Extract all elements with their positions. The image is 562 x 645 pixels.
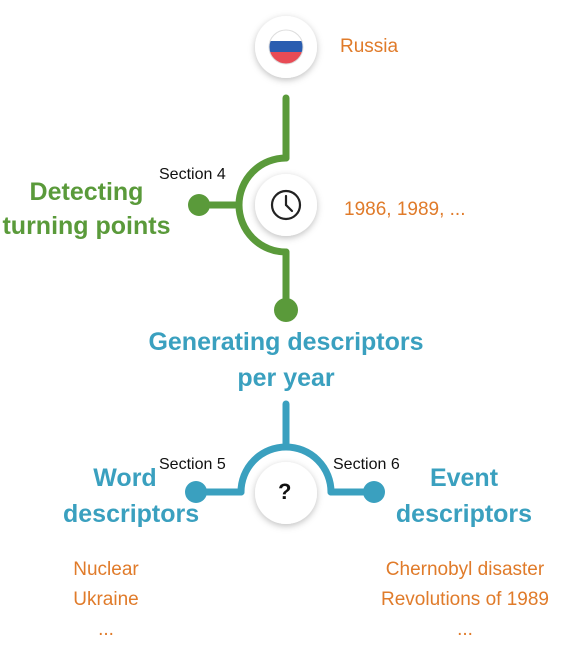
- event-title-line1: Event: [429, 464, 499, 492]
- turning-points-arc-top: [235, 154, 290, 209]
- question-node: [255, 462, 317, 524]
- word-dot: [185, 481, 207, 503]
- pipeline-diagram: [185, 16, 385, 524]
- turning-points-title-line1: Detecting: [29, 178, 144, 206]
- event-example: Chernobyl disaster: [385, 559, 545, 580]
- turning-points-dot: [188, 194, 210, 216]
- event-descriptors-title: Event descriptors: [389, 460, 539, 532]
- event-title-line2: descriptors: [395, 500, 533, 528]
- clock-icon: [270, 189, 302, 221]
- country-label: Russia: [340, 36, 399, 57]
- section-5-label: Section 5: [159, 456, 226, 473]
- descriptors-title-line1: Generating descriptors: [148, 328, 424, 356]
- word-examples: Nuclear Ukraine ...: [46, 555, 166, 645]
- event-arc: [282, 443, 335, 496]
- word-example: Nuclear: [73, 559, 139, 580]
- turning-points-output: 1986, 1989, ...: [344, 199, 466, 220]
- word-arc: [237, 443, 290, 496]
- word-title-line2: descriptors: [63, 500, 200, 528]
- descriptors-input-dot: [274, 298, 298, 322]
- turning-points-arc-bottom: [235, 201, 290, 256]
- descriptors-title: Generating descriptors per year: [136, 324, 436, 396]
- turning-points-title: Detecting turning points: [0, 175, 173, 243]
- event-dot: [363, 481, 385, 503]
- descriptors-title-line2: per year: [237, 364, 335, 392]
- section-4-label: Section 4: [159, 166, 226, 183]
- word-title-line1: Word: [93, 464, 157, 492]
- event-example: ...: [457, 619, 473, 640]
- turning-points-title-line2: turning points: [2, 212, 171, 240]
- word-example: ...: [98, 619, 114, 640]
- word-example: Ukraine: [73, 589, 139, 610]
- word-descriptors-title: Word descriptors: [63, 460, 200, 532]
- russia-flag-icon: [269, 30, 303, 64]
- event-example: Revolutions of 1989: [381, 589, 549, 610]
- question-mark-icon: ?: [278, 479, 292, 504]
- section-6-label: Section 6: [333, 456, 400, 473]
